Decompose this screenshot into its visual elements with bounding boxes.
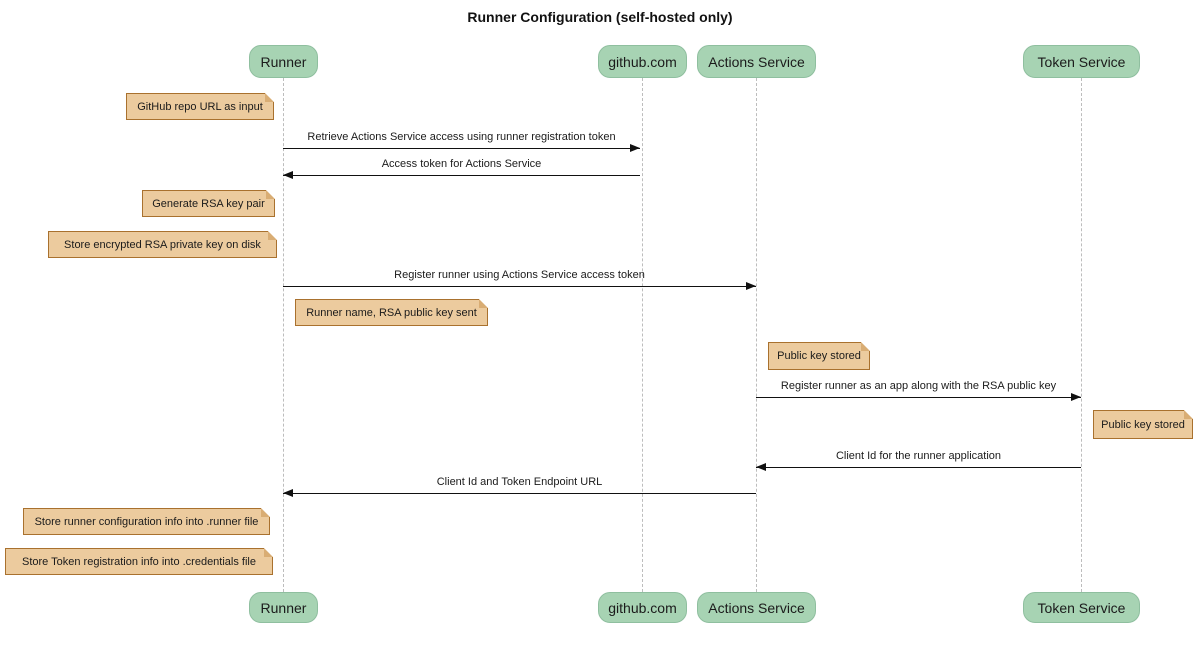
message-arrow-register-runner — [283, 282, 756, 290]
message-arrow-client-id-endpoint — [283, 489, 756, 497]
message-label: Register runner using Actions Service ac… — [394, 269, 645, 281]
note-fold-icon — [266, 190, 275, 199]
message-arrow-retrieve-access — [283, 144, 640, 152]
note-generate-rsa: Generate RSA key pair — [142, 190, 275, 217]
participant-actions-service-bottom: Actions Service — [697, 592, 816, 623]
participant-token-service-bottom: Token Service — [1023, 592, 1140, 623]
note-fold-icon — [861, 342, 870, 351]
participant-label: Runner — [260, 599, 307, 616]
lifeline-runner — [283, 78, 284, 592]
message-label: Retrieve Actions Service access using ru… — [307, 131, 616, 143]
arrowhead-left-icon — [756, 463, 766, 471]
note-store-credentials-file: Store Token registration info into .cred… — [5, 548, 273, 575]
message-label: Access token for Actions Service — [381, 158, 542, 170]
lifeline-github — [642, 78, 643, 592]
participant-actions-service-top: Actions Service — [697, 45, 816, 78]
note-store-private-key: Store encrypted RSA private key on disk — [48, 231, 277, 258]
participant-github-top: github.com — [598, 45, 687, 78]
participant-label: Token Service — [1037, 599, 1126, 616]
message-arrow-access-token — [283, 171, 640, 179]
participant-label: github.com — [608, 599, 677, 616]
note-text: Store runner configuration info into .ru… — [34, 515, 259, 528]
note-runner-name-sent: Runner name, RSA public key sent — [295, 299, 488, 326]
message-label: Register runner as an app along with the… — [780, 380, 1057, 392]
lifeline-token-service — [1081, 78, 1082, 592]
message-arrow-client-id — [756, 463, 1081, 471]
note-fold-icon — [261, 508, 270, 517]
note-public-key-stored-as: Public key stored — [768, 342, 870, 370]
note-text: Public key stored — [1101, 418, 1185, 431]
arrowhead-right-icon — [746, 282, 756, 290]
participant-runner-top: Runner — [249, 45, 318, 78]
note-fold-icon — [265, 93, 274, 102]
participant-label: github.com — [608, 53, 677, 70]
diagram-title: Runner Configuration (self-hosted only) — [467, 9, 733, 25]
message-arrow-register-app — [756, 393, 1081, 401]
note-text: Public key stored — [777, 350, 861, 362]
participant-token-service-top: Token Service — [1023, 45, 1140, 78]
arrowhead-left-icon — [283, 171, 293, 179]
arrowhead-right-icon — [630, 144, 640, 152]
note-fold-icon — [264, 548, 273, 557]
message-label: Client Id and Token Endpoint URL — [436, 476, 603, 488]
note-text: Store Token registration info into .cred… — [22, 555, 256, 568]
arrowhead-right-icon — [1071, 393, 1081, 401]
participant-runner-bottom: Runner — [249, 592, 318, 623]
participant-label: Token Service — [1037, 53, 1126, 70]
note-github-repo-url: GitHub repo URL as input — [126, 93, 274, 120]
note-text: Store encrypted RSA private key on disk — [64, 238, 261, 251]
participant-github-bottom: github.com — [598, 592, 687, 623]
note-text: Runner name, RSA public key sent — [306, 306, 477, 319]
arrowhead-left-icon — [283, 489, 293, 497]
note-fold-icon — [479, 299, 488, 308]
note-store-runner-file: Store runner configuration info into .ru… — [23, 508, 270, 535]
note-fold-icon — [268, 231, 277, 240]
note-text: GitHub repo URL as input — [137, 100, 263, 113]
message-label: Client Id for the runner application — [835, 450, 1002, 462]
note-text: Generate RSA key pair — [152, 197, 265, 210]
lifeline-actions-service — [756, 78, 757, 592]
note-public-key-stored-ts: Public key stored — [1093, 410, 1193, 439]
note-fold-icon — [1184, 410, 1193, 419]
participant-label: Runner — [260, 53, 307, 70]
participant-label: Actions Service — [708, 599, 805, 616]
participant-label: Actions Service — [708, 53, 805, 70]
